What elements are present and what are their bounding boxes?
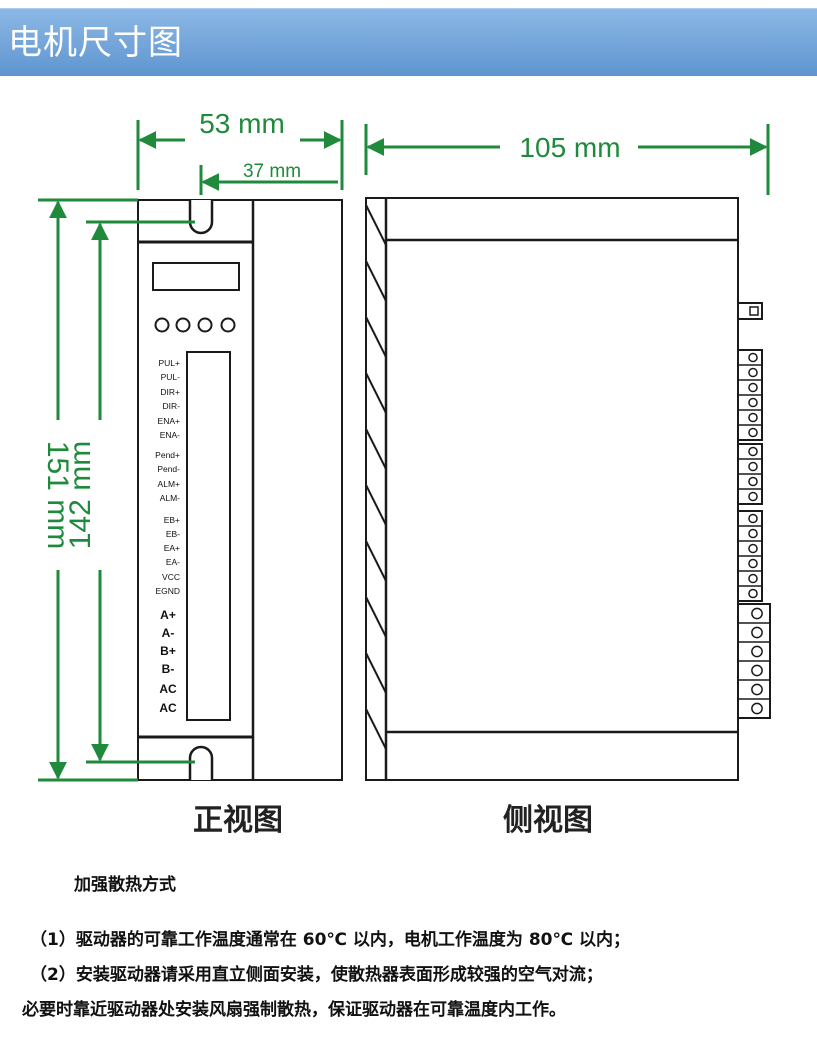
signal-terminal-label: EB+ bbox=[164, 515, 180, 525]
terminal-screw-icon bbox=[748, 461, 758, 472]
signal-terminal-label: EA- bbox=[166, 557, 180, 567]
terminal-screw-icon bbox=[748, 427, 758, 438]
fin-line bbox=[365, 372, 387, 414]
side-view bbox=[365, 197, 771, 781]
power-terminal-label: AC bbox=[159, 682, 177, 696]
signal-terminal-label: ALM+ bbox=[158, 479, 180, 489]
terminal-screw-icon bbox=[748, 367, 758, 378]
heatsink-fins bbox=[365, 204, 387, 750]
top-connector bbox=[737, 302, 763, 320]
button-1-icon bbox=[154, 317, 170, 333]
dim-105mm-label: 105 mm bbox=[519, 132, 620, 163]
button-2-icon bbox=[175, 317, 191, 333]
fin-line bbox=[365, 484, 387, 526]
dim-142mm-label: 142 mm bbox=[64, 441, 97, 549]
fin-line bbox=[365, 540, 387, 582]
led-display bbox=[152, 262, 240, 291]
cooling-note-1: （1）驱动器的可靠工作温度通常在 60℃ 以内，电机工作温度为 80℃ 以内； bbox=[30, 930, 630, 950]
signal-terminal-label: ALM- bbox=[160, 493, 180, 503]
fin-line bbox=[365, 260, 387, 302]
terminal-screw-icon bbox=[748, 543, 758, 554]
dim-53mm-label: 53 mm bbox=[199, 108, 285, 139]
power-terminal-label: B+ bbox=[160, 644, 176, 658]
dimension-lines bbox=[38, 120, 770, 782]
power-terminal-label: AC bbox=[159, 701, 177, 715]
terminal-screw-icon bbox=[748, 513, 758, 524]
header-banner: 电机尺寸图 bbox=[0, 8, 817, 76]
power-terminal-label: A- bbox=[162, 626, 175, 640]
fin-line bbox=[365, 428, 387, 470]
front-view-caption: 正视图 bbox=[193, 803, 283, 838]
button-4-icon bbox=[220, 317, 236, 333]
signal-terminal-label: DIR- bbox=[163, 401, 181, 411]
button-3-icon bbox=[197, 317, 213, 333]
terminal-screw-icon bbox=[751, 702, 763, 715]
signal-terminal-label: PUL- bbox=[161, 372, 181, 382]
terminal-screw-icon bbox=[748, 558, 758, 569]
signal-terminal-label: Pend+ bbox=[155, 450, 180, 460]
signal-terminal-label: EB- bbox=[166, 529, 180, 539]
fin-line bbox=[365, 596, 387, 638]
dimension-drawing: PUL+ PUL- DIR+ DIR- ENA+ ENA- Pend+ Pend- ALM+ AL… bbox=[38, 108, 771, 838]
terminal-screw-icon bbox=[748, 382, 758, 393]
signal-terminal-label: PUL+ bbox=[159, 358, 181, 368]
terminal-screw-icon bbox=[751, 607, 763, 620]
signal-terminal-label: ENA+ bbox=[158, 416, 180, 426]
cooling-note-2: （2）安装驱动器请采用直立侧面安装，使散热器表面形成较强的空气对流； bbox=[30, 965, 603, 985]
signal-terminal-label: VCC bbox=[162, 572, 180, 582]
fin-line bbox=[365, 652, 387, 694]
terminal-screw-icon bbox=[748, 588, 758, 599]
side-connectors bbox=[737, 349, 771, 719]
terminal-screw-icon bbox=[748, 352, 758, 363]
page-title: 电机尺寸图 bbox=[8, 23, 183, 63]
front-housing bbox=[137, 199, 343, 781]
terminal-screw-icon bbox=[748, 573, 758, 584]
signal-terminal-label: Pend- bbox=[157, 464, 180, 474]
terminal-screw-icon bbox=[751, 683, 763, 696]
side-view-caption: 侧视图 bbox=[503, 803, 593, 838]
front-view bbox=[137, 199, 343, 781]
dim-37mm-label: 37 mm bbox=[243, 161, 301, 182]
signal-terminal-label: EGND bbox=[155, 586, 180, 596]
power-terminal-labels: A+ A- B+ B- AC AC bbox=[159, 608, 177, 715]
signal-terminal-labels: PUL+ PUL- DIR+ DIR- ENA+ ENA- Pend+ Pend- ALM+ AL… bbox=[155, 358, 180, 596]
signal-terminal-label: ENA- bbox=[160, 430, 180, 440]
terminal-screw-icon bbox=[748, 476, 758, 487]
signal-terminal-label: DIR+ bbox=[160, 387, 180, 397]
fin-line bbox=[365, 316, 387, 358]
cooling-note-3: 必要时靠近驱动器处安装风扇强制散热，保证驱动器在可靠温度内工作。 bbox=[22, 1000, 566, 1020]
terminal-window bbox=[186, 351, 231, 721]
power-terminal-label: B- bbox=[162, 662, 175, 676]
bottom-mount-slot bbox=[188, 745, 214, 780]
cooling-section-title: 加强散热方式 bbox=[74, 875, 176, 895]
fin-line bbox=[365, 204, 387, 246]
dim-151mm-label: 151 mm bbox=[41, 441, 74, 549]
terminal-screw-icon bbox=[748, 412, 758, 423]
terminal-screw-icon bbox=[751, 626, 763, 639]
terminal-screw-icon bbox=[748, 446, 758, 457]
terminal-screw-icon bbox=[748, 397, 758, 408]
top-mount-slot bbox=[188, 200, 214, 235]
terminal-screw-icon bbox=[751, 645, 763, 658]
terminal-screw-icon bbox=[748, 491, 758, 502]
terminal-screw-icon bbox=[751, 664, 763, 677]
terminal-screw-icon bbox=[748, 528, 758, 539]
fin-line bbox=[365, 708, 387, 750]
power-terminal-label: A+ bbox=[160, 608, 176, 622]
signal-terminal-label: EA+ bbox=[164, 543, 180, 553]
side-housing bbox=[365, 197, 739, 781]
